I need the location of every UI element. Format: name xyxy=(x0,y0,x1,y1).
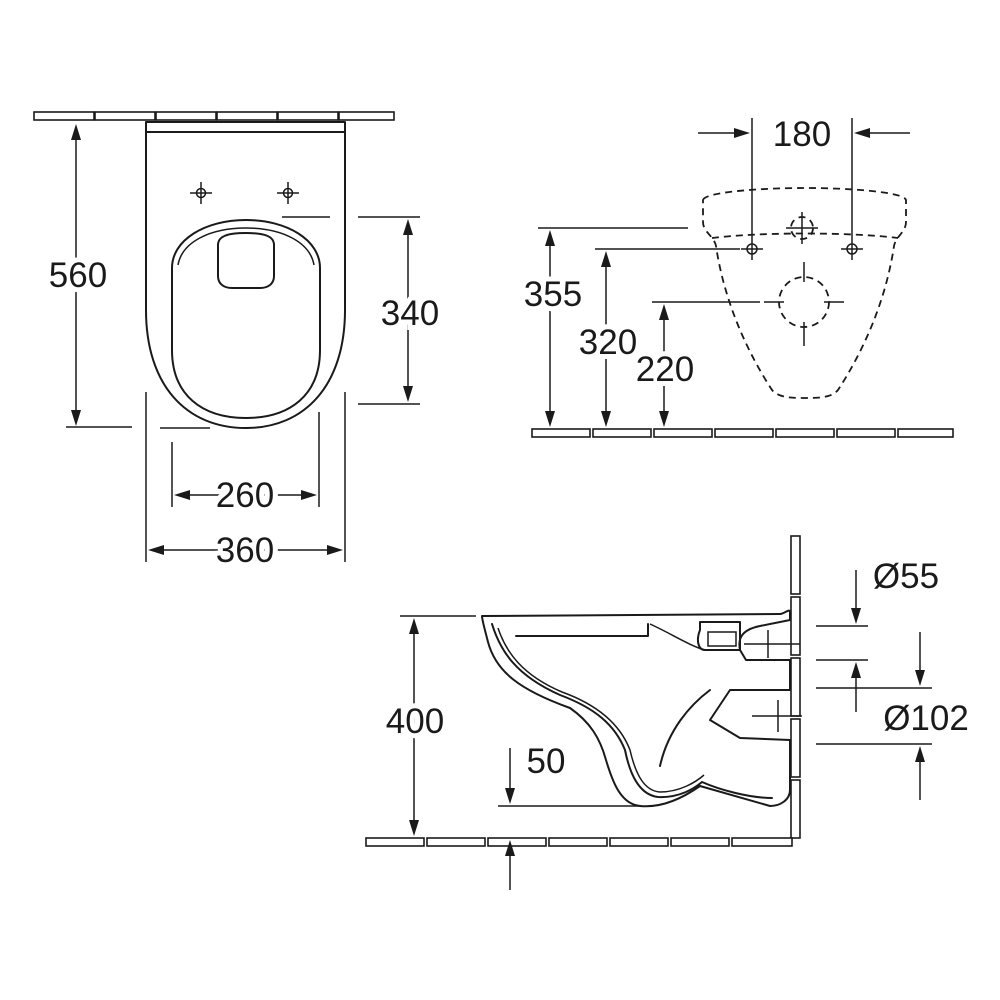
side-bowl-outer xyxy=(481,609,791,808)
dim-label-220: 220 xyxy=(636,350,694,389)
front-bolt-right xyxy=(841,238,863,260)
top-bowl-outline xyxy=(145,121,346,429)
dim-label-180: 180 xyxy=(773,115,831,154)
front-bolt-left xyxy=(741,238,763,260)
dimension-260: 260 xyxy=(160,412,320,520)
dim-label-320: 320 xyxy=(579,323,637,362)
dim-label-560: 560 xyxy=(49,256,107,295)
dim-label-355: 355 xyxy=(524,275,582,314)
side-bowl-inner xyxy=(491,623,773,799)
top-outlet xyxy=(217,232,275,289)
side-wall-tiles xyxy=(790,535,801,839)
dimension-355: 355 xyxy=(519,227,688,427)
dimension-diameter-102: Ø102 xyxy=(816,632,969,800)
dim-label-400: 400 xyxy=(386,702,444,741)
dim-label-50: 50 xyxy=(527,742,566,781)
top-bowl-opening xyxy=(171,219,321,419)
dimension-340: 340 xyxy=(282,216,444,405)
dim-label-diameter-102: Ø102 xyxy=(883,699,969,738)
top-wall-tiles xyxy=(33,111,395,121)
front-outlet-hole xyxy=(764,262,844,346)
top-view: 560 340 260 360 xyxy=(33,111,444,575)
top-fixing-cross-right xyxy=(277,182,299,204)
dim-label-360: 360 xyxy=(216,531,274,570)
side-floor-tiles xyxy=(365,837,793,847)
dimension-diameter-55: Ø55 xyxy=(816,557,939,712)
front-hole-top xyxy=(786,212,818,244)
dimension-320: 320 xyxy=(574,248,740,427)
dimension-220: 220 xyxy=(631,301,760,427)
side-view: 400 50 Ø55 Ø102 xyxy=(365,535,969,890)
dim-label-diameter-55: Ø55 xyxy=(873,557,939,596)
dimension-400: 400 xyxy=(381,615,476,836)
dim-label-340: 340 xyxy=(381,294,439,333)
front-view: 180 355 320 220 xyxy=(519,115,954,438)
dimension-360: 360 xyxy=(145,392,346,575)
dim-label-260: 260 xyxy=(216,476,274,515)
front-floor-tiles xyxy=(531,428,954,438)
dimension-50: 50 xyxy=(498,742,640,890)
dimension-180: 180 xyxy=(698,115,910,238)
front-dashed-outline xyxy=(702,187,907,399)
top-fixing-cross-left xyxy=(190,182,212,204)
dimension-560: 560 xyxy=(44,124,132,428)
